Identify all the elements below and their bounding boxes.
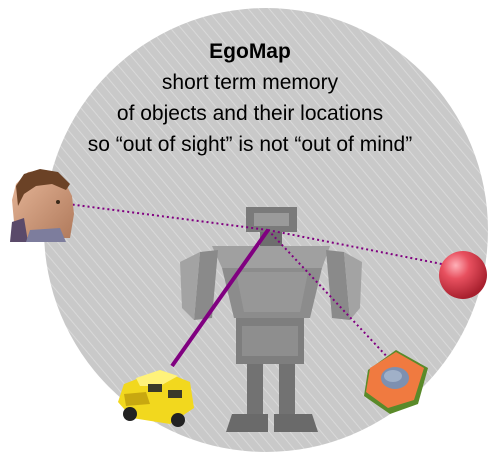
orange-box: [364, 350, 428, 414]
link-toy-car: [170, 228, 270, 368]
caption-line-3: so “out of sight” is not “out of mind”: [87, 133, 413, 156]
link-person: [67, 203, 269, 231]
robot-figure: [180, 207, 362, 432]
red-ball: [439, 251, 487, 299]
link-orange-box: [267, 229, 393, 363]
link-red-ball: [267, 229, 453, 267]
egomap-caption: EgoMap short term memory of objects and …: [40, 36, 460, 160]
person-head: [10, 169, 74, 242]
caption-line-1: short term memory: [161, 71, 339, 94]
caption-line-2: of objects and their locations: [116, 102, 384, 125]
toy-car: [118, 370, 194, 427]
caption-title: EgoMap: [209, 40, 291, 63]
